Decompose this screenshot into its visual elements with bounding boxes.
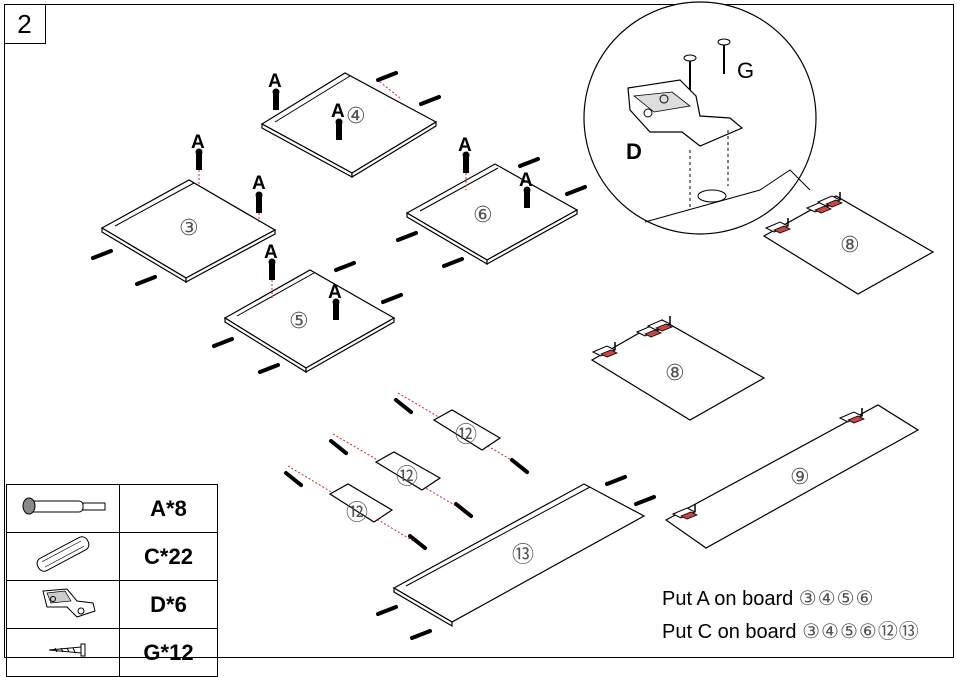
label-D: D bbox=[626, 139, 642, 164]
board-3: A A ③ bbox=[91, 132, 277, 286]
hinge bbox=[592, 341, 618, 358]
board-number: ⑨ bbox=[790, 465, 810, 490]
board-number: ⑧ bbox=[840, 233, 860, 258]
cam-bolt bbox=[255, 191, 263, 213]
dowel bbox=[334, 261, 356, 272]
cam-bolt-icon bbox=[22, 497, 106, 515]
board-5: A A ⑤ bbox=[212, 242, 403, 374]
note-C: Put C on board ③④⑤⑥⑫⑬ bbox=[662, 617, 920, 650]
dowel bbox=[454, 498, 474, 522]
dowel bbox=[605, 475, 627, 486]
label-A: A bbox=[264, 242, 278, 263]
board-number: ③ bbox=[179, 216, 199, 241]
note-text: Put C on board bbox=[662, 621, 803, 643]
board-number: ⑬ bbox=[512, 543, 534, 568]
note-boards: ③④⑤⑥⑫⑬ bbox=[802, 619, 920, 643]
assembly-notes: Put A on board ③④⑤⑥ Put C on board ③④⑤⑥⑫… bbox=[662, 584, 920, 650]
legend-qty: D*6 bbox=[119, 580, 218, 629]
board-number: ⑫ bbox=[455, 423, 477, 448]
board-number: ④ bbox=[346, 104, 366, 129]
dowel bbox=[212, 337, 234, 348]
dowel bbox=[510, 454, 530, 478]
board-12-b: ⑫ bbox=[329, 433, 474, 522]
dowel bbox=[396, 231, 418, 242]
assembly-diagram: A A ④ A A ③ A A ⑤ bbox=[91, 1, 935, 640]
board-number: ⑫ bbox=[346, 501, 368, 526]
board-number: ⑥ bbox=[473, 203, 493, 228]
hinge-detail-callout: D G bbox=[583, 1, 817, 235]
dowel bbox=[408, 530, 428, 554]
label-A: A bbox=[331, 101, 345, 122]
step-number: 2 bbox=[4, 4, 46, 44]
screw-icon bbox=[48, 643, 86, 657]
board-12-a: ⑫ bbox=[394, 392, 530, 478]
hinge bbox=[839, 407, 865, 424]
legend-qty: A*8 bbox=[119, 484, 218, 533]
legend-row: C*22 bbox=[6, 532, 218, 581]
label-A: A bbox=[268, 71, 282, 92]
board-13: ⑬ bbox=[376, 475, 656, 640]
legend-row: A*8 bbox=[6, 484, 218, 533]
dowel bbox=[258, 363, 280, 374]
board-12-c: ⑫ bbox=[284, 465, 428, 554]
dowel bbox=[376, 71, 398, 82]
board-8-middle: ⑧ bbox=[590, 315, 766, 421]
dowel bbox=[565, 185, 587, 196]
label-A: A bbox=[458, 135, 472, 156]
label-A: A bbox=[191, 132, 205, 153]
legend-row: D*6 bbox=[6, 580, 218, 629]
dowel bbox=[518, 157, 540, 168]
board-4: A A ④ bbox=[260, 71, 441, 179]
legend-row: G*12 bbox=[6, 628, 218, 677]
label-G: G bbox=[737, 58, 754, 83]
label-A: A bbox=[519, 170, 533, 191]
legend-qty: G*12 bbox=[119, 628, 218, 677]
hinge bbox=[765, 217, 791, 234]
board-6: A A ⑥ bbox=[396, 135, 587, 268]
diagram-frame bbox=[4, 4, 954, 658]
parts-legend: A*8 C*22 D*6 bbox=[6, 484, 218, 677]
label-A: A bbox=[252, 173, 266, 194]
board-number: ⑫ bbox=[396, 465, 418, 490]
dowel bbox=[442, 257, 464, 268]
board-number: ⑧ bbox=[665, 361, 685, 386]
board-8-top: ⑧ bbox=[762, 191, 935, 295]
wooden-dowel-icon bbox=[36, 536, 90, 572]
dowel bbox=[135, 275, 157, 286]
dowel bbox=[410, 629, 432, 640]
dowel bbox=[91, 249, 113, 260]
legend-qty: C*22 bbox=[119, 532, 218, 581]
note-boards: ③④⑤⑥ bbox=[798, 586, 875, 610]
dowel bbox=[376, 605, 398, 616]
note-A: Put A on board ③④⑤⑥ bbox=[662, 584, 920, 617]
dowel bbox=[381, 293, 403, 304]
board-number: ⑤ bbox=[289, 309, 309, 334]
note-text: Put A on board bbox=[662, 588, 799, 610]
board-9: ⑨ bbox=[664, 404, 920, 549]
dowel bbox=[419, 95, 441, 106]
label-A: A bbox=[328, 282, 342, 303]
hinge-icon bbox=[42, 588, 96, 618]
dowel bbox=[634, 495, 656, 506]
